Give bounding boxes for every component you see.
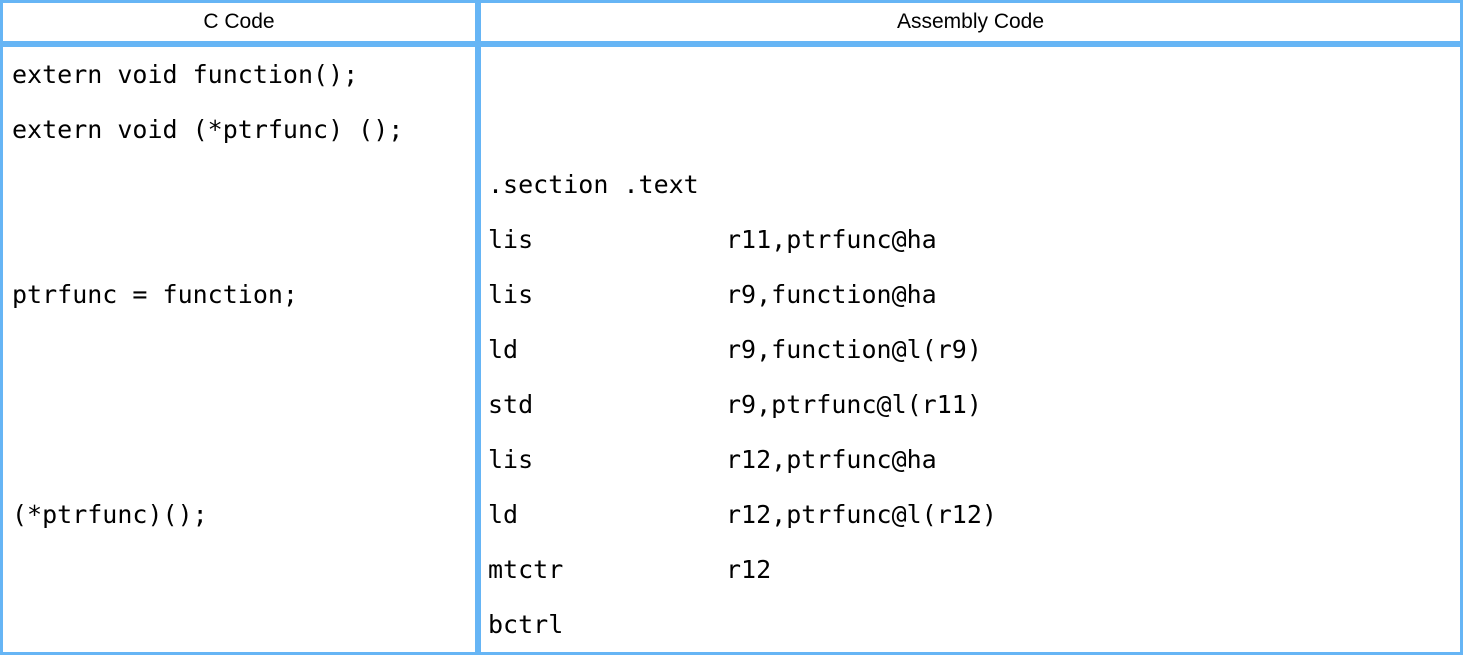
assembly-code-line: std r9,ptrfunc@l(r11): [488, 377, 1460, 432]
c-code-line: [12, 377, 475, 432]
assembly-mnemonic: mtctr: [488, 555, 564, 584]
assembly-operands: r12,ptrfunc@l(r12): [726, 500, 997, 529]
assembly-mnemonic: lis: [488, 445, 534, 474]
assembly-mnemonic: .section .text: [488, 170, 699, 199]
assembly-code-line: lis r11,ptrfunc@ha: [488, 212, 1460, 267]
assembly-operands: r9,function@ha: [726, 280, 937, 309]
c-code-listing: extern void function(); extern void (*ptr…: [3, 47, 475, 597]
assembly-operands: r12: [726, 555, 772, 584]
assembly-mnemonic: ld: [488, 500, 519, 529]
table-body: extern void function(); extern void (*ptr…: [0, 44, 1463, 655]
c-to-assembly-comparison-table: C Code Assembly Code extern void functio…: [0, 0, 1463, 655]
c-code-line: ptrfunc = function;: [12, 280, 298, 309]
assembly-operands: [726, 157, 741, 212]
assembly-operands: r12,ptrfunc@ha: [726, 445, 937, 474]
assembly-operands: [726, 47, 741, 102]
c-code-line: [12, 157, 475, 212]
assembly-mnemonic: [488, 102, 726, 157]
assembly-code-line: .section .text: [488, 157, 1460, 212]
assembly-code-line: lis r12,ptrfunc@ha: [488, 432, 1460, 487]
assembly-mnemonic: ld: [488, 335, 519, 364]
assembly-code-listing: .section .text lis r11,ptrfunc@ha lis r9,fu…: [481, 47, 1460, 652]
column-header-c-code: C Code: [0, 0, 478, 44]
assembly-operands: r11,ptrfunc@ha: [726, 225, 937, 254]
c-code-line: extern void function();: [12, 60, 359, 89]
assembly-operands: [726, 102, 741, 157]
assembly-mnemonic: lis: [488, 280, 534, 309]
assembly-code-line: [488, 47, 1460, 102]
assembly-operands: [726, 597, 741, 652]
assembly-code-line: [488, 102, 1460, 157]
c-code-line: [12, 432, 475, 487]
cell-assembly-code: .section .text lis r11,ptrfunc@ha lis r9,fu…: [478, 44, 1463, 655]
assembly-code-line: lis r9,function@ha: [488, 267, 1460, 322]
assembly-mnemonic: [488, 47, 726, 102]
assembly-mnemonic: std: [488, 390, 534, 419]
assembly-operands: r9,ptrfunc@l(r11): [726, 390, 982, 419]
cell-c-code: extern void function(); extern void (*ptr…: [0, 44, 478, 655]
c-code-line: [12, 542, 475, 597]
assembly-code-line: ld r12,ptrfunc@l(r12): [488, 487, 1460, 542]
assembly-code-line: bctrl: [488, 597, 1460, 652]
c-code-line: extern void (*ptrfunc) ();: [12, 115, 404, 144]
table-header: C Code Assembly Code: [0, 0, 1463, 44]
assembly-mnemonic: bctrl: [488, 610, 564, 639]
assembly-code-line: ld r9,function@l(r9): [488, 322, 1460, 377]
column-header-assembly-code: Assembly Code: [478, 0, 1463, 44]
table-row: extern void function(); extern void (*ptr…: [0, 44, 1463, 655]
c-code-line: [12, 212, 475, 267]
assembly-operands: r9,function@l(r9): [726, 335, 982, 364]
assembly-mnemonic: lis: [488, 225, 534, 254]
c-code-line: (*ptrfunc)();: [12, 500, 208, 529]
c-code-line: [12, 322, 475, 377]
table-header-row: C Code Assembly Code: [0, 0, 1463, 44]
assembly-code-line: mtctr r12: [488, 542, 1460, 597]
